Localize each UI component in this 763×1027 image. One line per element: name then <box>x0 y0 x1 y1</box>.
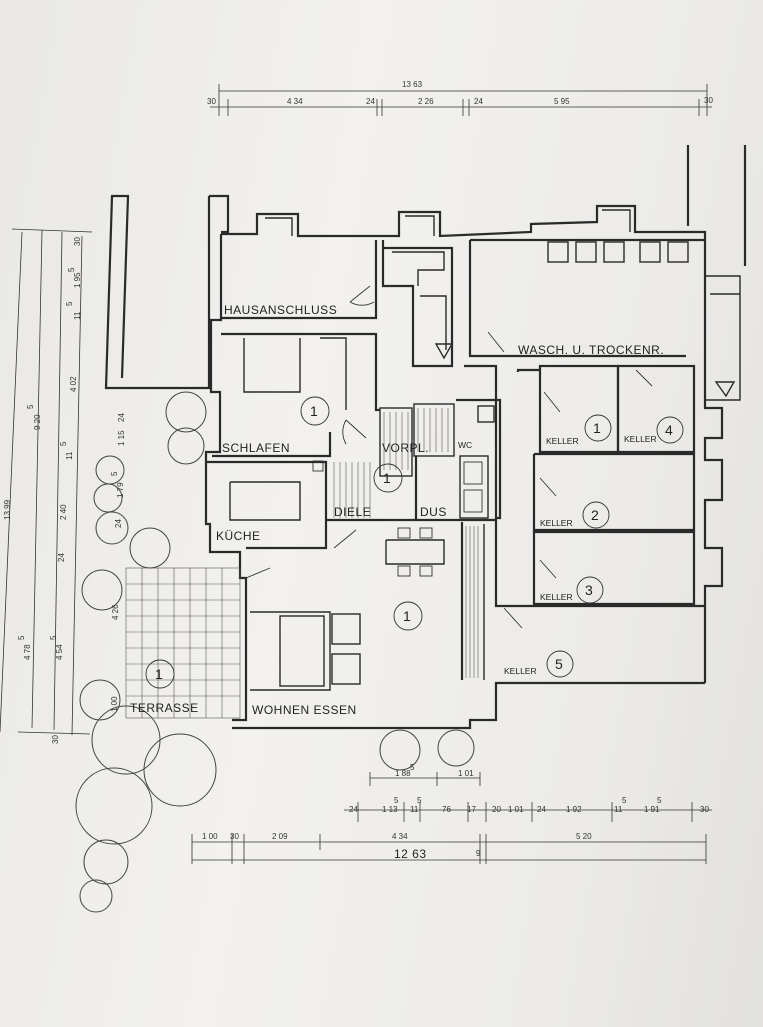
room-number-keller-2: 2 <box>591 507 599 523</box>
left-inner-dim-5: 5 <box>65 301 74 306</box>
top-dimension-chain: 13 63 30 4 34 24 2 26 24 5 95 30 <box>207 80 713 116</box>
room-number-markers: 1 1 1 1 1 4 2 3 5 <box>145 396 684 689</box>
left-inner-dim-14: 24 <box>114 519 123 528</box>
bottom-seg-5: 5 20 <box>576 832 592 841</box>
trees <box>75 391 475 913</box>
bottom-upper-dim-1: 1 88 <box>395 769 411 778</box>
bottom-detail-2: 1 13 <box>382 805 398 814</box>
bottom-seg-2: 30 <box>230 832 239 841</box>
bottom-upper-dim-3: 1 01 <box>458 769 474 778</box>
bottom-total-dim: 12 63 <box>394 847 427 861</box>
left-total-dim: 13 99 <box>3 499 12 520</box>
bottom-detail-10: 24 <box>537 805 546 814</box>
left-dimension-chain: 13 99 9 20 5 4 78 5 4 54 5 30 1 95 5 11 … <box>0 228 126 744</box>
bottom-detail-6: 76 <box>442 805 451 814</box>
room-label-dus: DUS <box>420 505 447 519</box>
room-number-terrasse: 1 <box>155 666 163 682</box>
left-lower-dim: 4 78 <box>23 644 32 660</box>
room-number-keller-4: 4 <box>665 422 673 438</box>
left-inner-dim-17: 30 <box>51 735 60 744</box>
bottom-detail-4: 11 <box>410 805 419 814</box>
terrace-paving <box>125 567 241 719</box>
bottom-detail-12: 11 <box>614 805 623 814</box>
left-inner-dim-1: 30 <box>73 237 82 246</box>
left-inner-dim-6: 4 02 <box>69 376 78 392</box>
bottom-seg-4: 4 34 <box>392 832 408 841</box>
room-number-schlafen: 1 <box>310 403 318 419</box>
exterior-walls <box>104 145 747 730</box>
bottom-upper-dim-2: 5 <box>410 763 415 772</box>
room-label-terrasse: TERRASSE <box>130 701 199 715</box>
room-label-keller-3: KELLER <box>540 592 573 602</box>
bottom-seg-3: 2 09 <box>272 832 288 841</box>
room-label-kueche: KÜCHE <box>216 529 261 543</box>
left-mid-dim: 9 20 <box>33 414 42 430</box>
left-inner-dim-10: 24 <box>117 413 126 422</box>
left-inner-dim-12: 5 <box>110 471 119 476</box>
bottom-detail-13: 5 <box>622 796 627 805</box>
bottom-dimension-chain: 1 88 5 1 01 24 1 13 5 11 5 76 17 20 1 01… <box>191 763 712 864</box>
room-number-vorplatz: 1 <box>383 470 391 486</box>
bottom-detail-14: 1 91 <box>644 805 660 814</box>
bottom-seg-1: 1 00 <box>202 832 218 841</box>
left-inner-dim-2: 1 95 <box>73 272 82 288</box>
left-lower-sup: 5 <box>17 635 26 640</box>
bottom-detail-3: 5 <box>394 796 399 805</box>
bottom-detail-7: 17 <box>467 805 476 814</box>
room-labels: HAUSANSCHLUSS WASCH. U. TROCKENR. SCHLAF… <box>130 303 664 717</box>
room-label-keller-4: KELLER <box>624 434 657 444</box>
left-inner-dim-11: 1 79 <box>116 482 125 498</box>
room-number-keller-1: 1 <box>593 420 601 436</box>
bottom-detail-15: 5 <box>657 796 662 805</box>
left-inner-dim-4: 11 <box>73 311 82 320</box>
room-label-keller-1: KELLER <box>546 436 579 446</box>
room-number-keller-3: 3 <box>585 582 593 598</box>
bottom-detail-11: 1 92 <box>566 805 582 814</box>
interior-walls <box>206 238 705 691</box>
bottom-detail-1: 24 <box>349 805 358 814</box>
room-label-keller-2: KELLER <box>540 518 573 528</box>
top-dim-7: 30 <box>704 96 713 105</box>
left-inner-dim-16: 1 00 <box>110 696 119 712</box>
room-label-schlafen: SCHLAFEN <box>222 441 290 455</box>
room-label-vorplatz: VORPL. <box>382 441 429 455</box>
wall-hatching <box>465 526 479 678</box>
room-label-hausanschluss: HAUSANSCHLUSS <box>224 303 337 317</box>
bottom-small-dim: 9 <box>476 849 481 858</box>
left-inner-dim-3: 5 <box>67 267 76 272</box>
left-inner-dim-18: 24 <box>57 553 66 562</box>
room-number-wohnen: 1 <box>403 608 411 624</box>
bottom-detail-8: 20 <box>492 805 501 814</box>
top-dim-2: 4 34 <box>287 97 303 106</box>
left-inner-dim-7: 11 <box>65 451 74 460</box>
left-mid-sup: 5 <box>26 404 35 409</box>
room-number-keller-5: 5 <box>555 656 563 672</box>
bottom-detail-9: 1 01 <box>508 805 524 814</box>
left-inner-dim-13: 2 40 <box>59 504 68 520</box>
top-dim-4: 2 26 <box>418 97 434 106</box>
top-dim-5: 24 <box>474 97 483 106</box>
left-inner-dim-15: 4 26 <box>111 604 120 620</box>
left-lower2-sup: 5 <box>49 635 58 640</box>
room-label-wohnen-essen: WOHNEN ESSEN <box>252 703 357 717</box>
top-total-dim: 13 63 <box>402 80 423 89</box>
stair-hatching <box>333 408 449 518</box>
room-label-wc: WC <box>458 440 472 450</box>
left-lower2-dim: 4 54 <box>55 644 64 660</box>
room-label-keller-5: KELLER <box>504 666 537 676</box>
bottom-detail-5: 5 <box>417 796 422 805</box>
top-dim-6: 5 95 <box>554 97 570 106</box>
door-swings <box>245 285 736 629</box>
bottom-detail-16: 30 <box>700 805 709 814</box>
room-label-diele: DIELE <box>334 505 371 519</box>
left-inner-dim-8: 5 <box>59 441 68 446</box>
top-dim-3: 24 <box>366 97 375 106</box>
room-label-wasch-trockenraum: WASCH. U. TROCKENR. <box>518 343 664 357</box>
top-dim-1: 30 <box>207 97 216 106</box>
left-inner-dim-9: 1 15 <box>117 430 126 446</box>
